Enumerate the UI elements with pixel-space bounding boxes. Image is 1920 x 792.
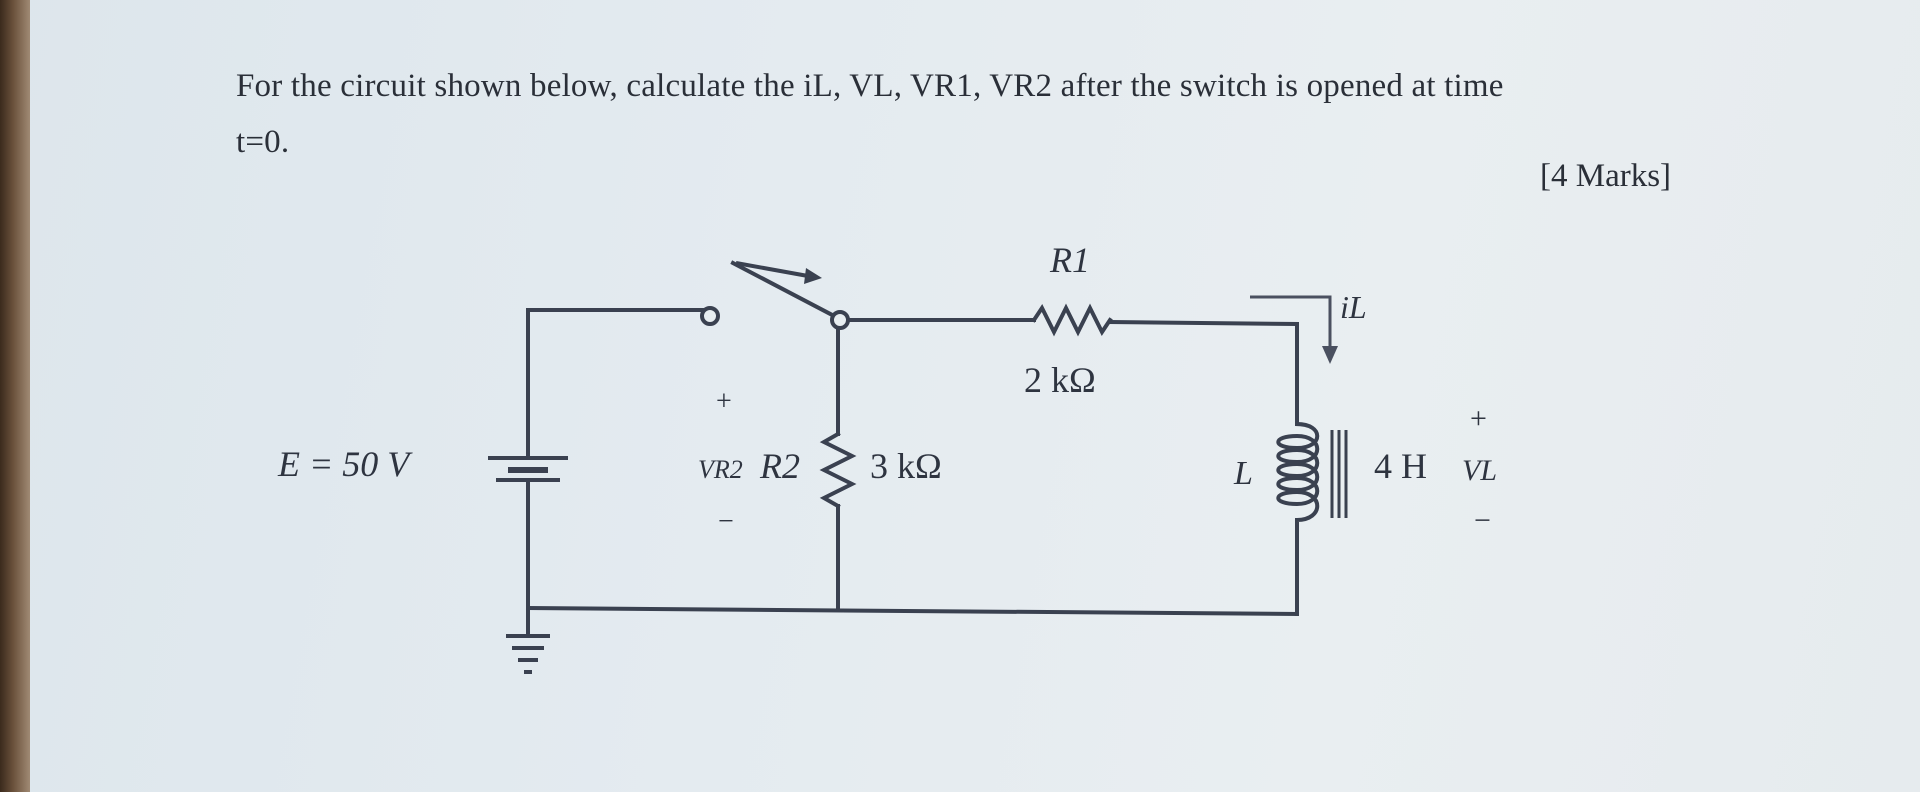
question-line-2: t=0.: [236, 124, 290, 160]
inductor-name: L: [1233, 455, 1253, 492]
vl-plus: +: [1470, 402, 1487, 435]
current-label: iL: [1340, 289, 1367, 325]
switch-arrow: [735, 261, 822, 284]
switch-terminal-right: [830, 310, 850, 330]
wire-bottom: [525, 605, 1300, 617]
battery-symbol: [488, 456, 568, 482]
inductor-core: [1330, 430, 1348, 518]
vr2-plus: +: [716, 386, 732, 417]
question-text: For the circuit shown below, calculate t…: [236, 58, 1736, 170]
current-arrow: [1250, 295, 1338, 364]
r2-name: R2: [759, 446, 800, 486]
vl-minus: −: [1474, 504, 1491, 537]
switch-blade: [730, 260, 841, 321]
wire-top-right: [1107, 319, 1299, 426]
r1-value: 2 kΩ: [1024, 360, 1096, 400]
vl-label: VL: [1462, 454, 1497, 487]
switch-terminal-left: [700, 306, 720, 326]
question-line-1: For the circuit shown below, calculate t…: [236, 68, 1504, 104]
r1-name: R1: [1049, 240, 1090, 280]
inductor-coil: [1276, 421, 1320, 536]
ground-symbol: [506, 634, 550, 674]
source-label: E = 50 V: [277, 444, 413, 484]
inductor-value: 4 H: [1374, 446, 1427, 486]
marks-label: [4 Marks]: [1540, 158, 1672, 194]
r2-resistor: [819, 431, 857, 509]
r1-resistor: [1031, 303, 1113, 337]
r2-value: 3 kΩ: [870, 446, 942, 486]
photo-left-edge: [0, 0, 30, 792]
vr2-label: VR2: [698, 455, 743, 484]
vr2-minus: −: [718, 506, 734, 537]
